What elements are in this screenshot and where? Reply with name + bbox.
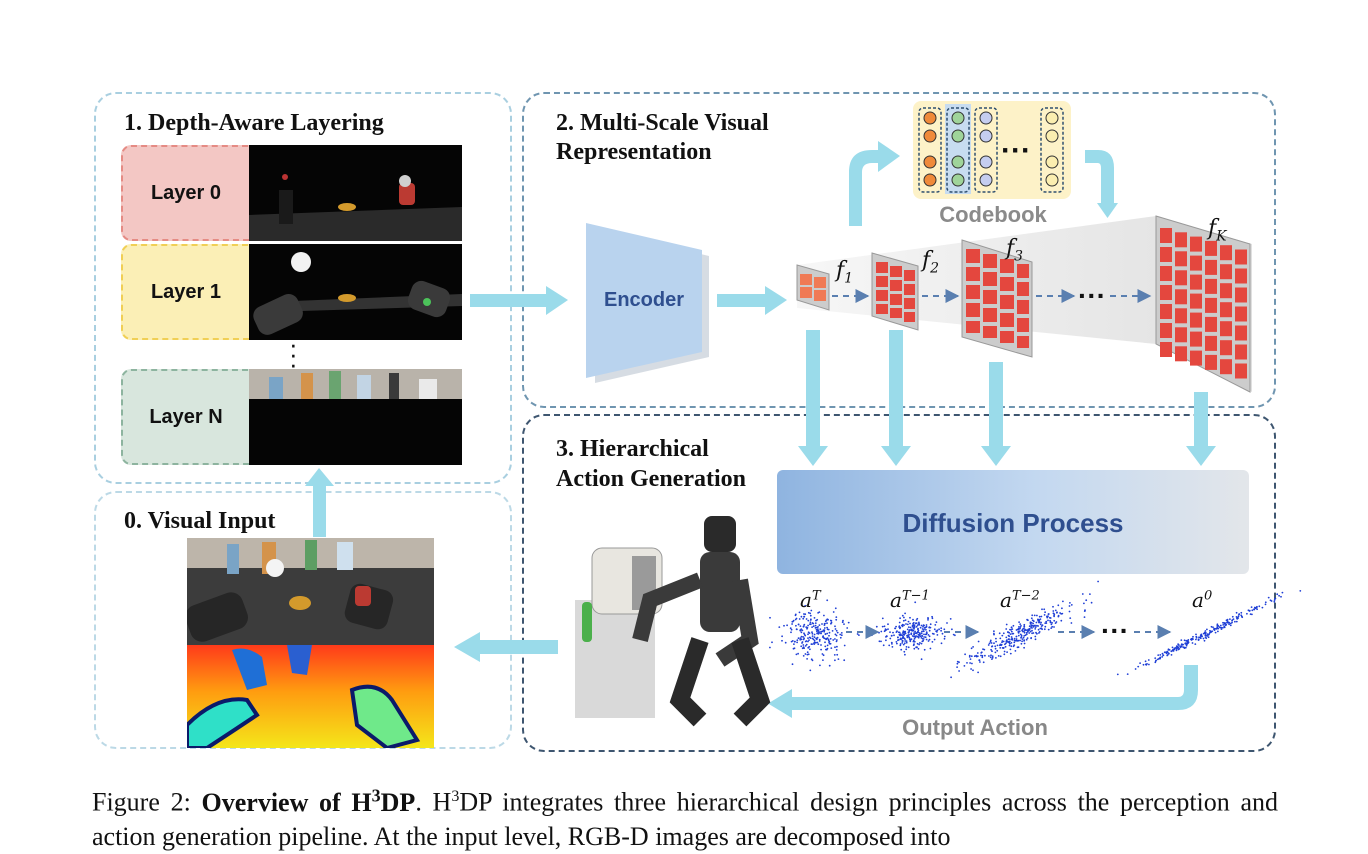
feature-label-fk: fK (1208, 216, 1227, 245)
layer-1-image (249, 244, 462, 340)
multiscale-title-line1: 2. Multi-Scale Visual (556, 110, 769, 136)
layer-n-image (249, 369, 462, 465)
action-title-line1: 3. Hierarchical (556, 436, 709, 462)
feature-map-f1 (796, 264, 830, 311)
action-title-line2: Action Generation (556, 466, 746, 492)
feature-map-f3 (961, 239, 1033, 358)
codebook-label: Codebook (939, 202, 1047, 227)
rgb-input-image (187, 538, 434, 645)
layer-0-label: Layer 0 (121, 145, 249, 241)
feature-label-f2: f2 (922, 248, 940, 277)
depth-input-image (187, 645, 434, 748)
output-action-label: Output Action (902, 715, 1048, 740)
svg-text:···: ··· (1001, 134, 1031, 167)
layer-0-image (249, 145, 462, 241)
feature-map-fk (1155, 215, 1251, 393)
svg-text:···: ··· (1078, 280, 1106, 311)
visual-input-panel (94, 491, 512, 749)
layer-n-label: Layer N (121, 369, 249, 465)
robot-image (575, 516, 771, 727)
layer-ellipsis: ··· (289, 329, 298, 379)
codebook-block: ··· (913, 101, 1071, 199)
diffusion-label: Diffusion Process (902, 507, 1124, 538)
diffusion-process-box (777, 470, 1249, 574)
action-label-aT-1: aT−1 (890, 588, 930, 612)
depth-aware-layering-panel (94, 92, 512, 484)
layer-1-label: Layer 1 (121, 244, 249, 340)
svg-text:···: ··· (1101, 615, 1129, 646)
visual-input-title: 0. Visual Input (124, 508, 276, 534)
encoder-block (586, 223, 709, 383)
encoder-label: Encoder (603, 288, 685, 311)
feature-map-f2 (871, 252, 919, 331)
feature-label-f3: f3 (1006, 236, 1024, 265)
figure-caption: Figure 2: Overview of H3DP. H3DP integra… (92, 785, 1279, 851)
layering-title: 1. Depth-Aware Layering (124, 110, 384, 136)
action-label-a0: a0 (1192, 588, 1213, 612)
feature-label-f1: f1 (836, 258, 854, 287)
multiscale-title-line2: Representation (556, 139, 712, 165)
action-label-aT-2: aT−2 (1000, 588, 1040, 612)
action-label-aT: aT (800, 588, 821, 612)
flow-arrows (305, 141, 1216, 718)
